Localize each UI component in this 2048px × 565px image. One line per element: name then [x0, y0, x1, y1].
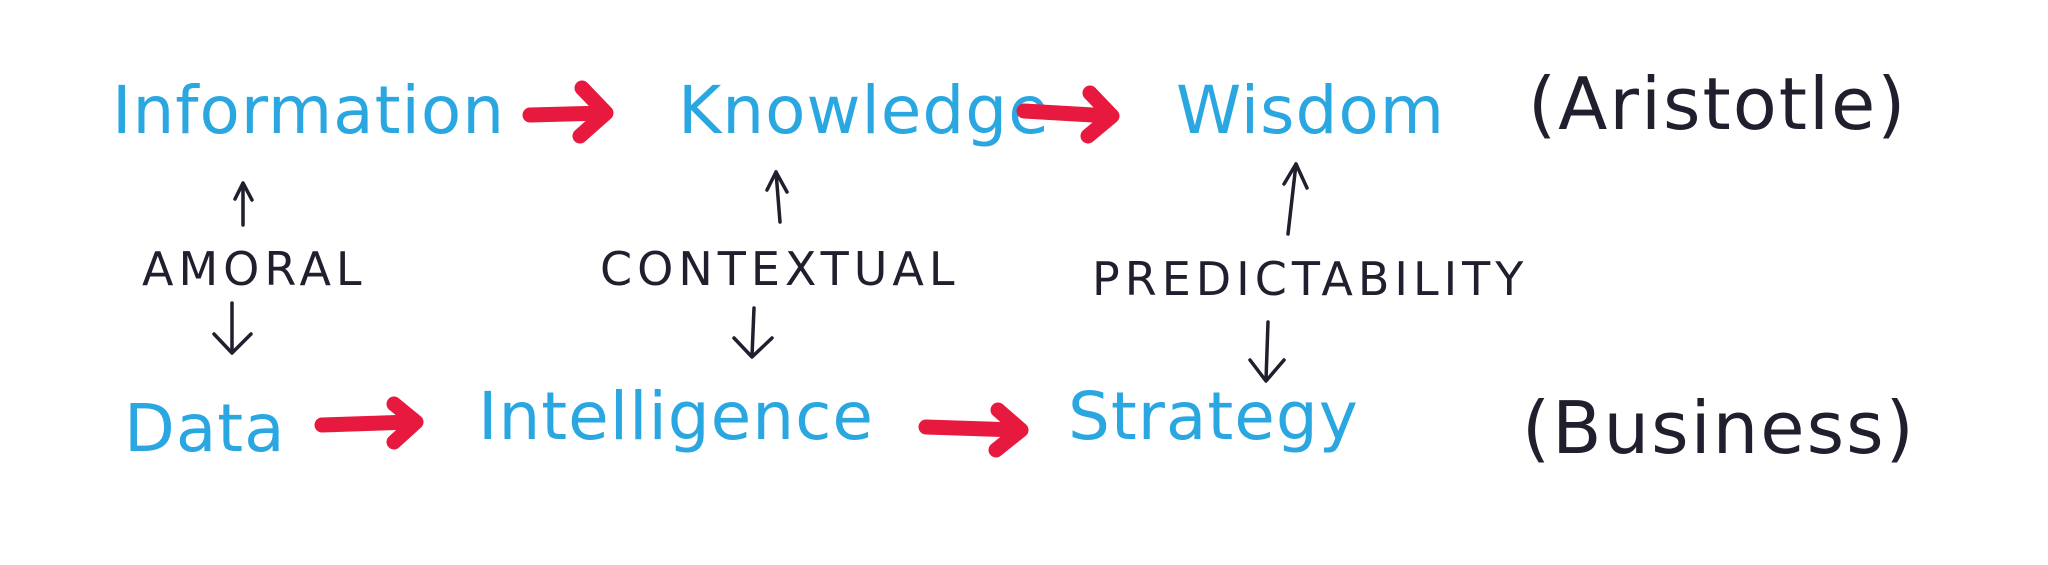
arrow-amoral-down — [212, 301, 253, 355]
term-intelligence: Intelligence — [478, 378, 875, 455]
arrow-predictability-up — [1282, 162, 1309, 236]
relation-amoral: AMORAL — [142, 242, 367, 296]
arrow-contextual-up — [765, 170, 789, 224]
arrow-contextual-down — [732, 306, 774, 359]
arrow-information-to-knowledge — [522, 80, 614, 144]
term-information: Information — [112, 72, 506, 149]
term-strategy: Strategy — [1068, 378, 1359, 455]
arrow-data-to-intelligence — [314, 396, 424, 450]
term-knowledge: Knowledge — [678, 72, 1050, 149]
label-aristotle: (Aristotle) — [1528, 62, 1908, 146]
term-data: Data — [124, 390, 286, 467]
label-business: (Business) — [1522, 386, 1916, 470]
arrow-predictability-down — [1248, 320, 1286, 383]
term-wisdom: Wisdom — [1176, 72, 1446, 149]
relation-predictability: PREDICTABILITY — [1092, 252, 1529, 306]
relation-contextual: CONTEXTUAL — [600, 242, 960, 296]
arrow-amoral-up — [233, 181, 254, 227]
arrow-knowledge-to-wisdom — [1016, 85, 1120, 144]
arrow-intelligence-to-strategy — [918, 402, 1029, 458]
